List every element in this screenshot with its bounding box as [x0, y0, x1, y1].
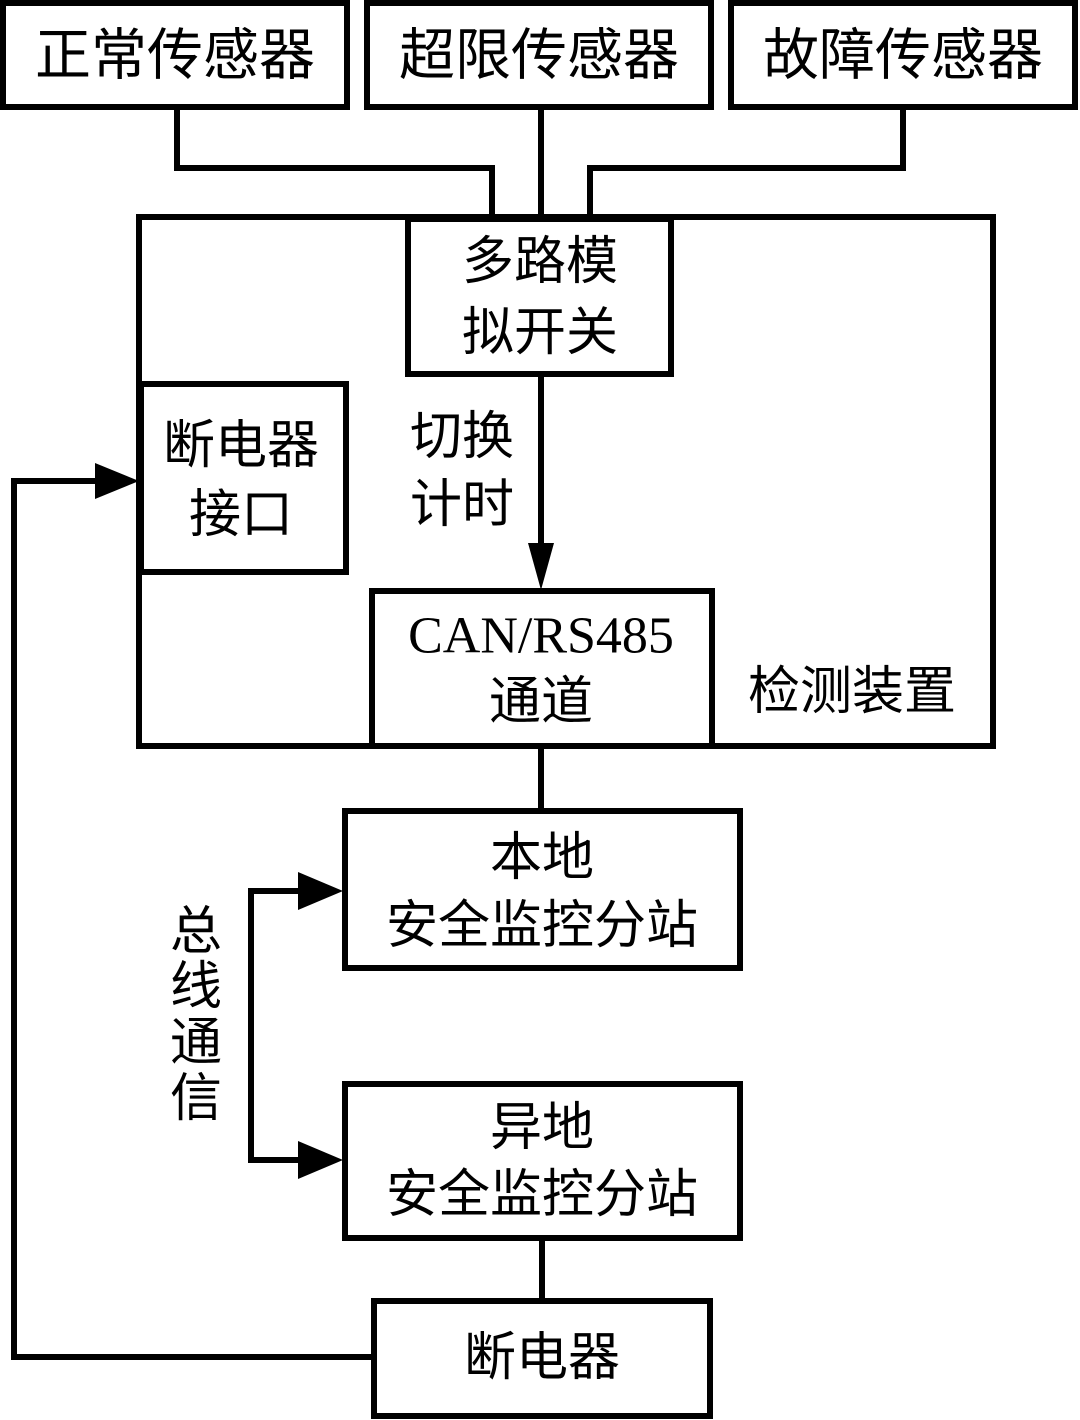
bus-to-remote-arrowhead	[298, 1141, 343, 1179]
mux-switch-label-line2: 拟开关	[462, 303, 618, 363]
switch-timing-label-line2: 计时	[410, 475, 514, 535]
can-rs485-channel-label-line2: 通道	[489, 672, 593, 732]
breaker-feedback-arrowhead	[95, 463, 139, 499]
bus-communication-label-char3: 通	[170, 1013, 222, 1073]
breaker-interface-label-line2: 接口	[189, 485, 293, 545]
mux-switch-label-line1: 多路模	[462, 232, 618, 292]
can-rs485-channel-label-line1: CAN/RS485	[408, 608, 674, 665]
local-substation-label-line2: 安全监控分站	[386, 896, 698, 956]
breaker-interface-box	[138, 381, 349, 575]
remote-substation-node: 异地 安全监控分站	[342, 1081, 743, 1241]
bus-communication-label-char2: 线	[170, 957, 222, 1017]
bus-communication-label-char4: 信	[170, 1069, 222, 1129]
remote-substation-label-line1: 异地	[490, 1098, 594, 1158]
normal-sensor-label: 正常传感器	[35, 24, 315, 89]
bus-communication-label-char1: 总	[170, 902, 222, 962]
breaker-interface-node: 断电器 接口	[138, 381, 349, 575]
overlimit-sensor-label: 超限传感器	[399, 24, 679, 89]
breaker-label: 断电器	[464, 1328, 620, 1388]
breaker-feedback-line	[11, 478, 377, 1360]
overlimit-sensor-node: 超限传感器	[364, 0, 714, 110]
breaker-node: 断电器	[371, 1298, 713, 1419]
bus-to-local-arrowhead	[298, 872, 343, 910]
breaker-interface-label-line1: 断电器	[163, 416, 319, 476]
can-rs485-channel-box	[369, 588, 715, 749]
mux-switch-node: 多路模 拟开关	[405, 216, 674, 377]
can-rs485-channel-node: CAN/RS485 通道	[369, 588, 715, 749]
normal-sensor-node: 正常传感器	[0, 0, 350, 110]
detection-device-label: 检测装置	[748, 662, 956, 722]
local-substation-node: 本地 安全监控分站	[342, 808, 743, 971]
fault-sensor-label: 故障传感器	[763, 24, 1043, 89]
remote-substation-label-line2: 安全监控分站	[386, 1165, 698, 1225]
switch-timing-label-line1: 切换	[410, 407, 514, 467]
fault-sensor-node: 故障传感器	[728, 0, 1078, 110]
normal-sensor-connector	[174, 104, 495, 222]
bus-communication-bracket	[248, 888, 303, 1163]
normal-sensor-box	[0, 0, 350, 110]
local-substation-label-line1: 本地	[490, 828, 594, 888]
local-substation-box	[342, 808, 743, 971]
mux-switch-box	[405, 216, 674, 377]
switch-timing-arrowhead	[528, 543, 554, 590]
fault-sensor-connector	[587, 104, 906, 222]
